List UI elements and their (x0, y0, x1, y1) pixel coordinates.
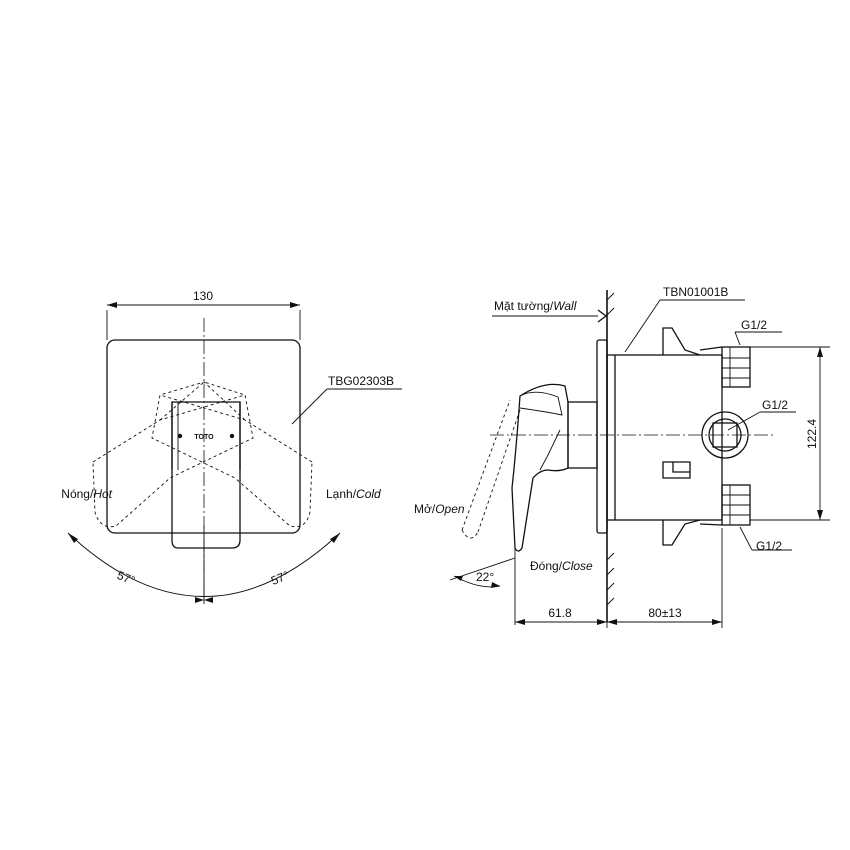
thread-bottom-callout: G1/2 (739, 526, 792, 553)
angle-right-label: 57° (269, 568, 291, 588)
side-view: Mặt tường/Wall (414, 285, 830, 628)
valve-body (606, 327, 723, 546)
top-port (699, 346, 751, 388)
handle-center (171, 401, 241, 549)
handle-open-position (461, 399, 521, 539)
side-part-label: TBN01001B (663, 285, 728, 299)
thread-bottom-label: G1/2 (756, 539, 782, 553)
height-dimension: 122.4 (750, 346, 830, 521)
front-view: 130 TOTO (61, 289, 402, 604)
height-dimension-label: 122.4 (805, 419, 819, 449)
width-dimension: 130 (106, 289, 301, 340)
front-part-label: TBG02303B (328, 374, 394, 388)
handle-rotated-right (151, 381, 313, 528)
cold-label: Lạnh/Cold (326, 487, 381, 501)
angle-left-label: 57° (115, 568, 137, 588)
close-label: Đóng/Close (530, 559, 593, 573)
thread-center-callout: G1/2 (727, 398, 796, 431)
front-part-callout: TBG02303B (291, 374, 402, 425)
hot-label: Nóng/Hot (61, 487, 112, 501)
depth-dimensions: 61.8 80±13 (515, 528, 723, 628)
open-angle-marker: 22° (449, 548, 516, 625)
depth-front-label: 61.8 (548, 606, 572, 620)
width-dimension-label: 130 (193, 289, 213, 303)
bottom-port (699, 484, 751, 526)
cover-plate-side (596, 339, 608, 534)
brand-logo-text: TOTO (194, 434, 214, 441)
open-label: Mở/Open (414, 502, 465, 516)
cover-plate (106, 339, 301, 534)
rotation-arc: 57° 57° (67, 525, 341, 604)
wall-label: Mặt tường/Wall (494, 299, 577, 313)
thread-top-callout: G1/2 (734, 318, 782, 346)
thread-center-label: G1/2 (762, 398, 788, 412)
thread-top-label: G1/2 (741, 318, 767, 332)
open-angle-label: 22° (476, 570, 494, 584)
depth-back-label: 80±13 (648, 606, 682, 620)
handle-rotated-left (92, 381, 254, 528)
side-part-callout: TBN01001B (624, 285, 745, 353)
handle-side (511, 383, 569, 552)
